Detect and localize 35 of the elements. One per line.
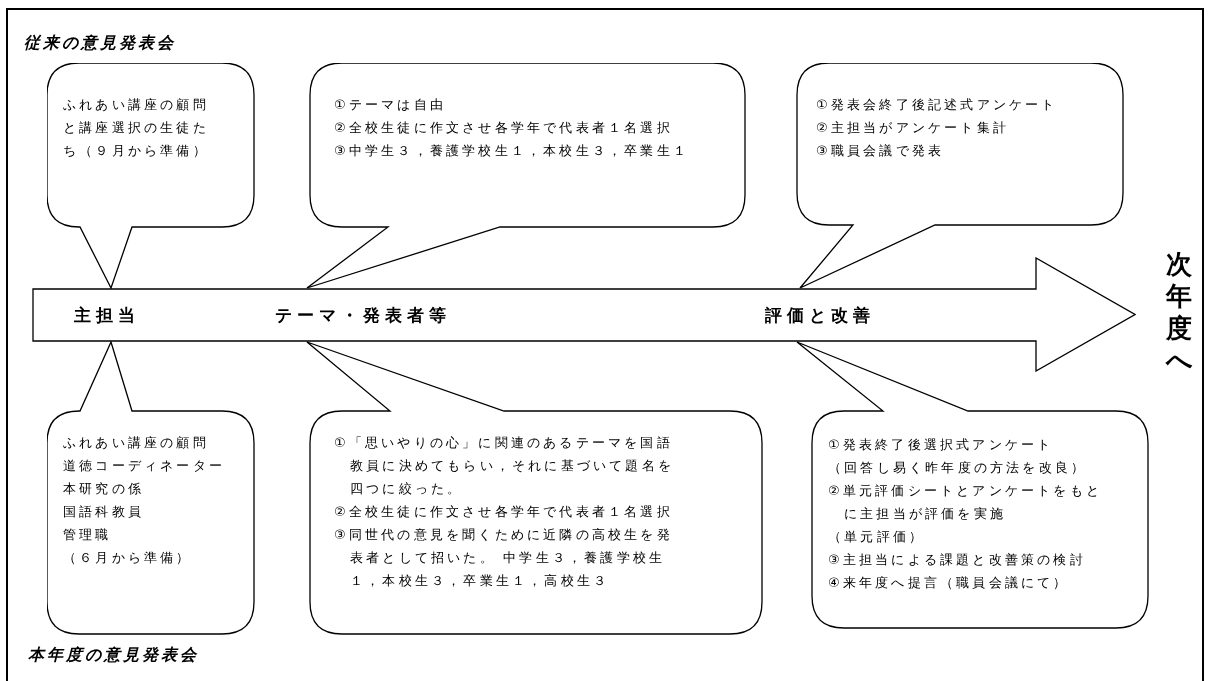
side-label: 次年度へ xyxy=(1166,248,1192,376)
callout-text: ②単元評価シートとアンケートをもとに主担当が評価を実施 xyxy=(828,482,1104,523)
arrow-label: 主担当 xyxy=(74,304,140,327)
block-arrow xyxy=(32,257,1136,372)
callout-text: ③主担当による課題と改善策の検討 xyxy=(828,551,1087,569)
callout-text: ③職員会議で発表 xyxy=(816,142,946,160)
speech-bubble xyxy=(306,63,746,289)
speech-bubble xyxy=(47,63,255,289)
callout-text: ふれあい講座の顧問 xyxy=(63,434,210,452)
callout-text: （単元評価） xyxy=(828,528,927,546)
callout-text: （回答し易く昨年度の方法を改良） xyxy=(828,459,1089,477)
callout-text: ①発表会終了後記述式アンケート xyxy=(816,96,1059,114)
callout-text: ②主担当がアンケート集計 xyxy=(816,119,1011,137)
callout-text: 管理職 xyxy=(63,526,113,544)
callout-text: ②全校生徒に作文させ各学年で代表者１名選択 xyxy=(334,503,674,521)
callout-text: 国語科教員 xyxy=(63,503,145,521)
callout-text: ④来年度へ提言（職員会議にて） xyxy=(828,574,1071,592)
speech-bubble xyxy=(796,63,1124,289)
callout-text: ③中学生３，養護学校生１，本校生３，卒業生１ xyxy=(334,142,691,160)
callout-text: ①「思いやりの心」に関連のあるテーマを国語教員に決めてもらい，それに基づいて題名を四つに絞った。 xyxy=(334,434,675,498)
callout-text: ②全校生徒に作文させ各学年で代表者１名選択 xyxy=(334,119,674,137)
callout-text: ふれあい講座の顧問と講座選択の生徒たち（９月から準備） xyxy=(63,96,210,160)
callout-text: （６月から準備） xyxy=(63,549,194,567)
speech-bubble xyxy=(796,341,1150,630)
callout-text: ③同世代の意見を聞くために近隣の高校生を発表者として招いた。 中学生３，養護学校生１，本校生３，卒業生１，高校生３ xyxy=(334,526,674,590)
arrow-label: 評価と改善 xyxy=(765,304,875,327)
arrow-label: テーマ・発表者等 xyxy=(275,304,451,327)
callout-text: 本研究の係 xyxy=(63,480,145,498)
callout-text: ①テーマは自由 xyxy=(334,96,448,114)
section-heading: 本年度の意見発表会 xyxy=(28,645,199,666)
speech-bubble xyxy=(47,341,255,635)
callout-text: 道徳コーディネーター xyxy=(63,457,226,475)
speech-bubble xyxy=(306,341,764,635)
callout-text: ①発表終了後選択式アンケート xyxy=(828,436,1055,454)
section-heading: 従来の意見発表会 xyxy=(24,33,176,54)
